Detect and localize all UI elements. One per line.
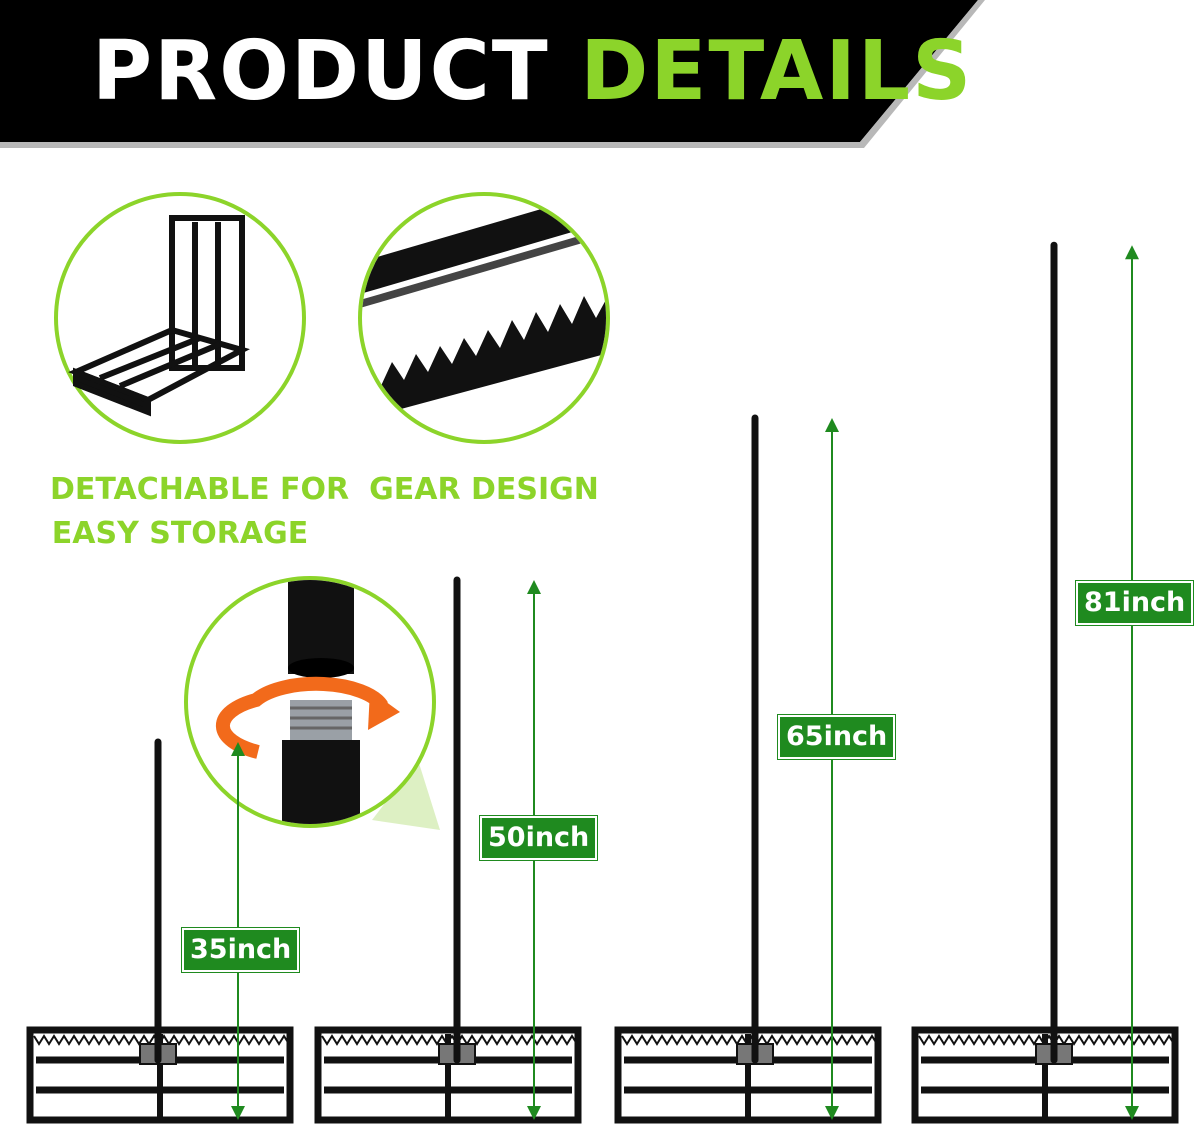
banner-shape [0, 0, 985, 148]
thread-connector-circle [184, 576, 440, 830]
header-banner: PRODUCT DETAILS [0, 0, 1200, 160]
dimension-arrow-head-up [231, 742, 245, 756]
rake-35 [26, 738, 294, 1124]
dimension-arrow-head-down [527, 1106, 541, 1120]
dimension-label-35: 35inch [182, 928, 300, 972]
thread-icon [290, 700, 352, 740]
dimension-arrow-head-up [825, 418, 839, 432]
feature-label-gear-line1: GEAR DESIGN [369, 472, 599, 507]
dimension-label-81: 81inch [1076, 581, 1194, 625]
dimension-label-50: 50inch [480, 816, 598, 860]
feature-label-detachable: DETACHABLE FOR EASY STORAGE [50, 468, 350, 556]
dimension-arrow-head-down [1125, 1106, 1139, 1120]
rotation-arrow-icon [215, 676, 388, 759]
title-word-details: DETAILS [580, 24, 974, 119]
rake-81 [911, 241, 1179, 1124]
feature-label-detachable-line1: DETACHABLE FOR [50, 472, 350, 507]
detachable-frame-circle [54, 192, 306, 444]
dimension-arrow-head-up [1125, 245, 1139, 260]
gear-design-circle [358, 192, 610, 444]
title-word-product: PRODUCT [92, 24, 550, 119]
dimension-arrow-head-down [825, 1106, 839, 1120]
lower-pole-icon [282, 740, 360, 824]
feature-label-gear: GEAR DESIGN [364, 468, 604, 512]
rake-65 [614, 414, 882, 1124]
rake-head-frame [911, 1026, 1179, 1124]
rakes [26, 241, 1179, 1124]
dimension-arrow-head-down [231, 1106, 245, 1120]
rake-50 [314, 576, 582, 1124]
feature-label-detachable-line2: EASY STORAGE [51, 516, 309, 551]
dimension-label-65: 65inch [778, 715, 896, 759]
rake-head-frame [314, 1026, 582, 1124]
page-title: PRODUCT DETAILS [92, 22, 973, 122]
folded-rake-icon [68, 215, 250, 417]
dimension-arrow-head-up [527, 580, 541, 594]
rake-head-frame [614, 1026, 882, 1124]
